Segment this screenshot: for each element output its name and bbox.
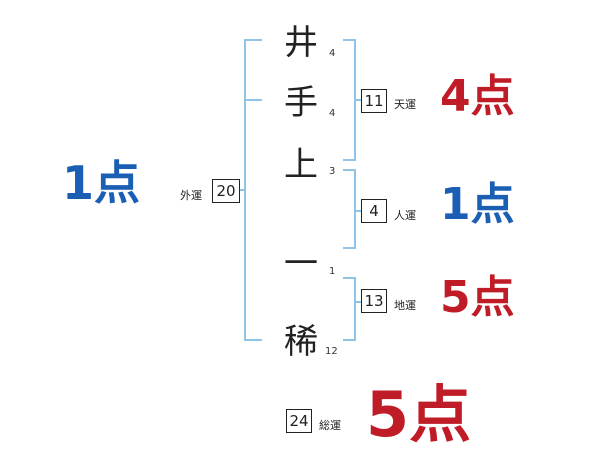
gaiun-bracket <box>244 39 262 341</box>
name-char-5: 稀 <box>284 322 318 362</box>
stroke-count-1: 4 <box>329 48 336 59</box>
name-char-1: 井 <box>284 23 318 63</box>
gaiun-score: 1点 <box>62 156 141 210</box>
stroke-count-2: 4 <box>329 108 336 119</box>
name-char-2: 手 <box>284 83 318 123</box>
gaiun-label: 外運 <box>180 189 202 202</box>
stroke-count-4: 1 <box>329 266 336 277</box>
souun-score: 5点 <box>366 378 472 451</box>
tenun-label: 天運 <box>394 98 416 111</box>
souun-label: 総運 <box>319 419 341 432</box>
chiun-value-box: 13 <box>361 289 387 313</box>
jinun-score: 1点 <box>440 179 515 230</box>
gaiun-value-box: 20 <box>212 179 240 203</box>
jinun-bracket <box>343 169 356 249</box>
tenun-score: 4点 <box>440 71 515 122</box>
name-char-3: 上 <box>284 145 318 185</box>
jinun-value-box: 4 <box>361 199 387 223</box>
chiun-label: 地運 <box>394 299 416 312</box>
chiun-bracket <box>343 277 356 341</box>
stroke-count-3: 3 <box>329 166 336 177</box>
tenun-bracket <box>343 39 356 161</box>
jinun-label: 人運 <box>394 209 416 222</box>
name-char-4: 一 <box>284 244 318 284</box>
souun-value-box: 24 <box>286 409 312 433</box>
tenun-value-box: 11 <box>361 89 387 113</box>
stroke-count-5: 12 <box>325 346 338 357</box>
chiun-score: 5点 <box>440 272 515 323</box>
